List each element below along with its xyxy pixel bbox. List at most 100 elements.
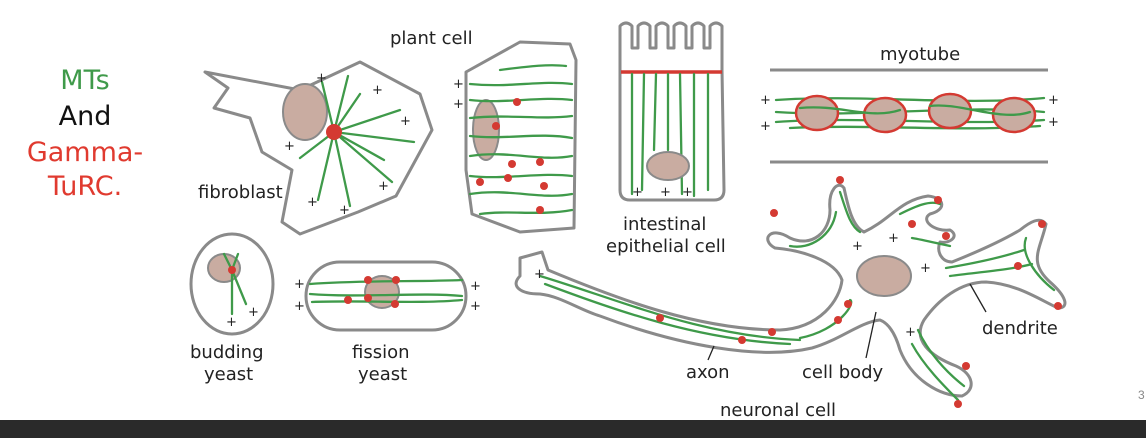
- legend-mts: MTs: [60, 65, 110, 96]
- plus-end-marker: +: [760, 119, 771, 134]
- gamma-turc-dot: [344, 296, 352, 304]
- budding-label-1: budding: [190, 342, 264, 363]
- axon-label: axon: [686, 362, 730, 383]
- plus-end-marker: +: [534, 267, 545, 282]
- fibroblast-label: fibroblast: [198, 182, 283, 203]
- plus-end-marker: +: [470, 279, 481, 294]
- plus-end-marker: +: [284, 139, 295, 154]
- plus-end-marker: +: [888, 231, 899, 246]
- myotube-nucleus-1: [794, 94, 840, 132]
- plant-cell-nucleus: [472, 99, 500, 161]
- neuronal-cell-label: neuronal cell: [720, 400, 836, 420]
- fibroblast-centrosome: [326, 124, 342, 140]
- fibroblast-nucleus: [282, 83, 328, 141]
- gamma-turc-dot: [228, 266, 236, 274]
- gamma-turc-dot: [476, 178, 484, 186]
- microtubule-lines: [222, 252, 248, 316]
- intestinal-label-1: intestinal: [623, 214, 706, 235]
- cell-diagram: + + + + + + + fibroblast + + plant cell: [189, 21, 1067, 420]
- plus-end-marker: +: [400, 114, 411, 129]
- gamma-turc-dot: [391, 300, 399, 308]
- legend-and: And: [58, 101, 112, 132]
- gamma-turc-dot: [492, 122, 500, 130]
- myotube: + + + + myotube: [760, 44, 1059, 164]
- plus-end-marker: +: [248, 305, 259, 320]
- budding-label-2: yeast: [204, 364, 253, 385]
- fibroblast-outline: [203, 60, 434, 236]
- gamma-turc-dot: [1014, 262, 1022, 270]
- myotube-nucleus-2: [862, 96, 908, 134]
- plus-end-marker: +: [470, 299, 481, 314]
- gamma-turc-dot: [504, 174, 512, 182]
- gamma-turc-dot: [513, 98, 521, 106]
- plus-end-marker: +: [307, 195, 318, 210]
- microtubule-lines: [308, 278, 464, 304]
- neuronal-cell: + + + + + axon cell body dendrite neuron…: [514, 176, 1067, 420]
- myotube-label: myotube: [880, 44, 960, 65]
- gamma-turc-dot: [1054, 302, 1062, 310]
- gamma-turc-dot: [392, 276, 400, 284]
- microtubule-lines: [298, 74, 416, 208]
- gamma-turc-dot: [844, 300, 852, 308]
- plus-end-marker: +: [226, 315, 237, 330]
- plus-end-marker: +: [905, 325, 916, 340]
- plus-end-marker: +: [682, 185, 693, 200]
- slide: MTs And Gamma- TuRC. + + + + + + + fibro…: [26, 21, 1145, 420]
- plus-end-marker: +: [852, 239, 863, 254]
- gamma-turc-dot: [954, 400, 962, 408]
- gamma-turc-dot: [942, 232, 950, 240]
- fibroblast-cell: + + + + + + + fibroblast: [198, 60, 434, 236]
- plus-end-marker: +: [632, 185, 643, 200]
- plus-end-marker: +: [339, 203, 350, 218]
- plus-end-marker: +: [294, 277, 305, 292]
- gamma-turc-dot: [656, 314, 664, 322]
- fission-yeast-nucleus: [364, 275, 400, 309]
- gamma-turc-dot: [908, 220, 916, 228]
- plant-cell-label: plant cell: [390, 28, 473, 49]
- plus-end-marker: +: [660, 185, 671, 200]
- gamma-turc-dot: [1038, 220, 1046, 228]
- legend-gamma: Gamma-: [26, 137, 144, 168]
- plus-end-marker: +: [1048, 115, 1059, 130]
- neuron-outline: [514, 183, 1067, 398]
- intestinal-label-2: epithelial cell: [606, 236, 726, 257]
- cell-body-label: cell body: [802, 362, 884, 383]
- microtubule-lines: [774, 96, 1046, 130]
- plus-end-marker: +: [453, 97, 464, 112]
- bottom-bar: [0, 420, 1146, 438]
- plus-end-marker: +: [372, 83, 383, 98]
- fission-yeast: + + + + fission yeast: [294, 260, 481, 385]
- myotube-nucleus-3: [927, 92, 973, 130]
- gamma-turc-dot: [962, 362, 970, 370]
- gamma-turc-dot: [768, 328, 776, 336]
- page-number: 3: [1138, 388, 1145, 402]
- microtubule-lines: [630, 72, 710, 198]
- gamma-turc-dot: [738, 336, 746, 344]
- gamma-turc-dot: [834, 316, 842, 324]
- plus-end-marker: +: [316, 71, 327, 86]
- legend-turc: TuRC.: [47, 171, 123, 202]
- gamma-turc-dot: [364, 294, 372, 302]
- plus-end-marker: +: [920, 261, 931, 276]
- dendrite-label: dendrite: [982, 318, 1058, 339]
- gamma-turc-dot: [508, 160, 516, 168]
- plus-end-marker: +: [378, 179, 389, 194]
- microtubule-lines: [468, 64, 574, 216]
- gamma-turc-dot: [536, 206, 544, 214]
- fission-label-2: yeast: [358, 364, 407, 385]
- microtubule-lines: [798, 104, 1032, 116]
- gamma-turc-dot: [836, 176, 844, 184]
- plus-end-marker: +: [1048, 93, 1059, 108]
- plus-end-marker: +: [453, 77, 464, 92]
- intestinal-outline: [618, 21, 726, 202]
- gamma-turc-dot: [364, 276, 372, 284]
- gamma-turc-dot: [536, 158, 544, 166]
- plant-cell: + + plant cell: [390, 28, 578, 234]
- fission-label-1: fission: [352, 342, 410, 363]
- gamma-turc-dot: [770, 209, 778, 217]
- plus-end-marker: +: [294, 299, 305, 314]
- plus-end-marker: +: [760, 93, 771, 108]
- intestinal-nucleus: [646, 151, 690, 181]
- gamma-turc-dot: [540, 182, 548, 190]
- neuron-nucleus: [856, 255, 912, 297]
